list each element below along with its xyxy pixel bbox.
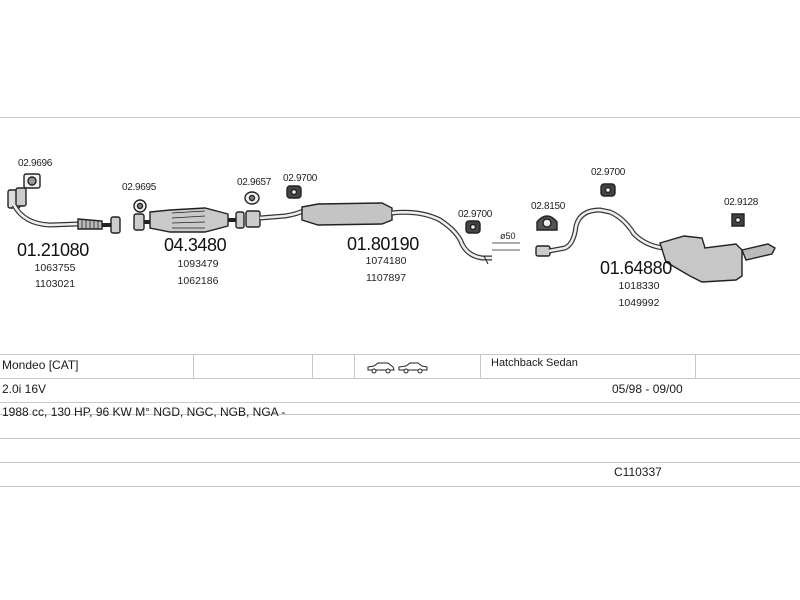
vehicle-engine: 2.0i 16V: [2, 382, 47, 396]
gasket-02-9657-drawing: [244, 191, 260, 205]
main-part-ref-04-3480-b: 1062186: [177, 275, 219, 287]
gasket-02-9695-drawing: [133, 199, 147, 213]
hatchback-car-icon: [367, 362, 395, 374]
part-code-02-9695: 02.9695: [122, 182, 157, 193]
part-code-02-9700-a: 02.9700: [283, 173, 318, 184]
vehicle-engine-details: 1988 cc, 130 HP, 96 KW M° NGD, NGC, NGB,…: [2, 405, 286, 419]
gasket-02-9696-drawing: [23, 173, 41, 189]
vehicle-body-type: Hatchback Sedan: [491, 357, 578, 369]
catalog-code: C110337: [614, 465, 662, 479]
main-part-ref-01-80190-a: 1074180: [365, 255, 407, 267]
part-code-02-9657: 02.9657: [237, 177, 272, 188]
top-rule: [0, 117, 800, 118]
main-part-ref-04-3480-a: 1093479: [177, 258, 219, 270]
part-code-02-9700-b: 02.9700: [458, 209, 493, 220]
sedan-car-icon: [398, 362, 428, 374]
pipe-diameter-label: ø50: [500, 231, 516, 241]
main-part-number-04-3480: 04.3480: [164, 235, 227, 255]
rear-silencer-drawing: [535, 207, 776, 283]
main-part-number-01-80190: 01.80190: [347, 234, 419, 254]
part-code-02-9128: 02.9128: [724, 197, 759, 208]
pipe-diameter-mark: [492, 242, 520, 251]
main-part-ref-01-21080-b: 1103021: [34, 278, 76, 290]
front-pipe-drawing: [7, 187, 121, 234]
main-part-ref-01-64880-b: 1049992: [618, 297, 660, 309]
part-code-02-8150: 02.8150: [531, 201, 566, 212]
main-part-ref-01-80190-b: 1107897: [365, 272, 407, 284]
hanger-02-9700-c-drawing: [600, 183, 616, 197]
part-code-02-9700-c: 02.9700: [591, 167, 626, 178]
catalytic-converter-drawing: [133, 207, 245, 233]
clamp-02-8150-drawing: [536, 215, 558, 231]
main-part-ref-01-64880-a: 1018330: [618, 280, 660, 292]
vehicle-date-range: 05/98 - 09/00: [612, 382, 683, 396]
vehicle-model: Mondeo [CAT]: [2, 358, 79, 372]
hanger-02-9700-a-drawing: [286, 185, 302, 199]
main-part-ref-01-21080-a: 1063755: [34, 262, 76, 274]
middle-silencer-drawing: [245, 202, 492, 265]
hanger-02-9700-b-drawing: [465, 220, 481, 234]
main-part-number-01-64880: 01.64880: [600, 258, 672, 278]
part-code-02-9696: 02.9696: [18, 158, 53, 169]
hanger-02-9128-drawing: [731, 213, 745, 227]
main-part-number-01-21080: 01.21080: [17, 240, 89, 260]
vehicle-info-table: Mondeo [CAT] Hatchback Sedan 2.0i 16V 05…: [0, 354, 800, 488]
